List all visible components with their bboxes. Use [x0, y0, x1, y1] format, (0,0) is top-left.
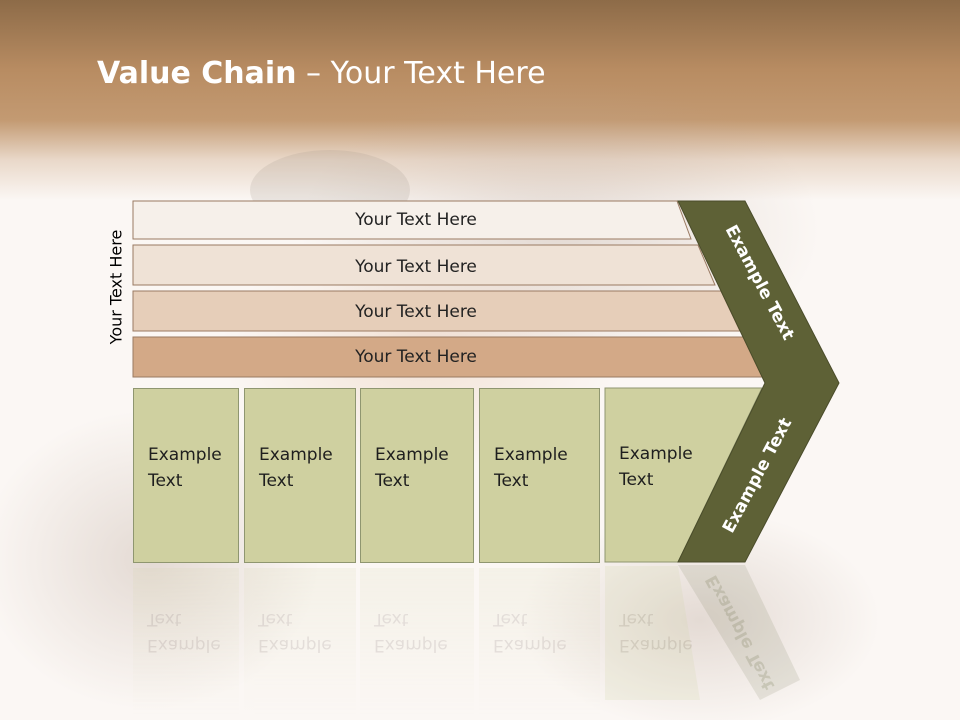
box-4-reflection-label: Example Text	[493, 609, 567, 655]
title-bold: Value Chain	[97, 56, 297, 91]
primary-box-4[interactable]: Example Text	[479, 388, 600, 563]
primary-box-3[interactable]: Example Text	[360, 388, 474, 563]
support-bar-1-label: Your Text Here	[354, 210, 477, 230]
primary-box-2[interactable]: Example Text	[244, 388, 356, 563]
box-5-reflection-text: Example Text	[605, 568, 695, 718]
title-rest: – Your Text Here	[296, 56, 546, 91]
primary-box-3-label: Example Text	[375, 445, 449, 491]
primary-box-4-label: Example Text	[494, 445, 568, 491]
box-1-reflection-label: Example Text	[147, 609, 221, 655]
chevron-reflection	[678, 565, 800, 700]
box-5-reflection	[605, 566, 700, 700]
primary-box-1-label: Example Text	[148, 445, 222, 491]
support-bar-3-label: Your Text Here	[354, 302, 477, 322]
support-bar-2[interactable]	[132, 244, 716, 286]
box-1-reflection: Example Text	[133, 568, 239, 718]
primary-box-1[interactable]: Example Text	[133, 388, 239, 563]
support-bar-1[interactable]	[132, 200, 692, 240]
primary-box-5[interactable]: Example Text	[605, 388, 705, 563]
page-title: Value Chain – Your Text Here	[97, 56, 546, 91]
support-bar-2-label: Your Text Here	[354, 257, 477, 277]
primary-box-2-label: Example Text	[259, 445, 333, 491]
box-3-reflection-label: Example Text	[374, 609, 448, 655]
support-bar-4-label: Your Text Here	[354, 347, 477, 367]
box-3-reflection: Example Text	[360, 568, 474, 718]
box-2-reflection: Example Text	[244, 568, 356, 718]
primary-box-5-label: Example Text	[619, 444, 693, 490]
box-5-reflection-label: Example Text	[619, 609, 693, 655]
margin-chevron[interactable]	[677, 200, 840, 563]
box-2-reflection-label: Example Text	[258, 609, 332, 655]
box-4-reflection: Example Text	[479, 568, 600, 718]
